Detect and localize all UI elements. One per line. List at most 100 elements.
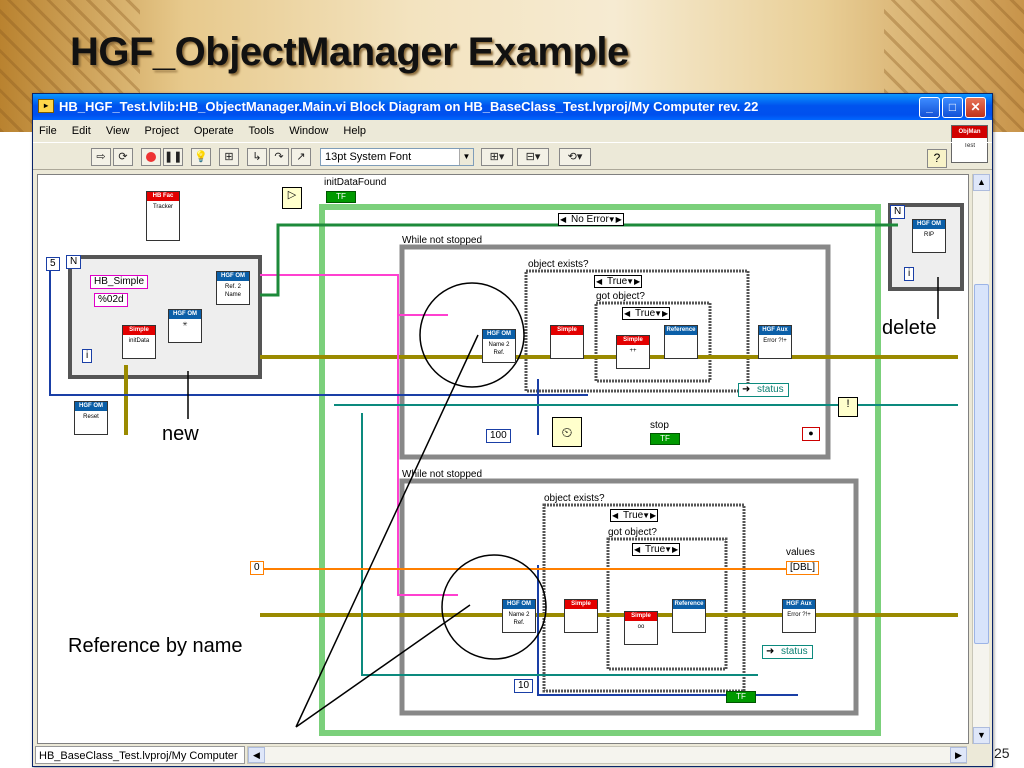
block-diagram-canvas[interactable]: initDataFound TF While not stopped While… [37,174,969,744]
hgf-om-name2ref-bottom-body: Name 2 Ref. [508,612,530,626]
step-out-icon[interactable]: ↗ [291,148,311,166]
font-select[interactable]: 13pt System Font ▼ [320,148,474,166]
label-object-exists-bottom: object exists? [544,493,605,504]
simple-bottom-2-body: oo [637,624,645,630]
step-over-icon[interactable]: ↷ [269,148,289,166]
simple-bottom-header: Simple [565,600,597,609]
step-into-icon[interactable]: ↳ [247,148,267,166]
window-titlebar[interactable]: ▸ HB_HGF_Test.lvlib:HB_ObjectManager.Mai… [33,94,992,120]
page-number: 25 [994,745,1010,761]
init-data-found-constant[interactable]: TF [326,191,356,203]
case-selector-got-object-bottom[interactable]: True [632,543,681,556]
menu-tools[interactable]: Tools [248,125,275,137]
slide-title: HGF_ObjectManager Example [70,30,629,74]
minimize-button[interactable]: _ [919,97,940,118]
window-title: HB_HGF_Test.lvlib:HB_ObjectManager.Main.… [59,99,759,114]
hgf-om-reset-header: HGF OM [75,402,107,411]
for-loop-iteration-terminal: i [82,349,93,363]
close-button[interactable]: ✕ [965,97,986,118]
stop-condition-icon[interactable]: ! [838,397,858,417]
constant-hb-simple[interactable]: HB_Simple [90,275,149,289]
simple-bottom-subvi[interactable]: Simple [564,599,598,633]
constant-n-5[interactable]: 5 [46,257,60,271]
stop-indicator-icon[interactable]: ● [802,427,820,441]
scroll-thumb[interactable] [974,284,989,644]
stop-constant[interactable]: TF [650,433,680,445]
abort-icon[interactable] [141,148,161,166]
menu-view[interactable]: View [105,125,130,137]
constant-10[interactable]: 10 [514,679,534,693]
menu-window[interactable]: Window [289,125,329,137]
case-got-object-top [594,301,712,383]
horizontal-scrollbar[interactable]: ◀ ▶ [247,746,967,764]
menu-edit[interactable]: Edit [71,125,91,137]
highlight-execution-icon[interactable]: 💡 [191,148,211,166]
distribute-objects-icon[interactable]: ⊟▾ [517,148,549,166]
label-stop: stop [650,420,669,431]
status-indicator-bottom[interactable]: status [762,645,813,659]
reorder-icon[interactable]: ⟲▾ [559,148,591,166]
status-indicator-top[interactable]: status [738,383,789,397]
scroll-up-icon[interactable]: ▲ [973,174,990,191]
simple-increment-subvi[interactable]: Simple ++ [616,335,650,369]
simple-top-subvi[interactable]: Simple [550,325,584,359]
hgf-om-name2ref-top-body: Name 2 Ref. [488,342,510,356]
simple-increment-header: Simple [617,336,649,345]
pause-icon[interactable]: ❚❚ [163,148,183,166]
reference-top-subvi[interactable]: Reference [664,325,698,359]
not-icon: ▷ [282,187,302,209]
context-help-button[interactable]: ? [927,149,947,168]
reference-top-body [665,335,697,337]
label-got-object-bottom: got object? [608,527,657,538]
wait-ms-icon[interactable]: ⏲ [552,417,582,447]
run-arrow-icon[interactable]: ⇨ [91,148,111,166]
align-objects-icon[interactable]: ⊞▾ [481,148,513,166]
hgf-aux-error-top-body: Error ?!+ [763,338,787,344]
wires-layer [49,203,964,736]
simple-increment-body: ++ [629,348,637,354]
reference-top-header: Reference [665,326,697,335]
constant-format-string[interactable]: %02d [94,293,128,307]
labview-window[interactable]: ▸ HB_HGF_Test.lvlib:HB_ObjectManager.Mai… [32,93,993,767]
block-diagram-icon: ▸ [38,99,54,113]
run-continuously-icon[interactable]: ⟳ [113,148,133,166]
maximize-button[interactable]: □ [942,97,963,118]
reference-bottom-subvi[interactable]: Reference [672,599,706,633]
scroll-left-icon[interactable]: ◀ [248,747,265,763]
retain-wire-values-icon[interactable]: ⊞ [219,148,239,166]
case-got-object-bottom [606,537,728,671]
font-select-value: 13pt System Font [325,151,412,163]
menu-file[interactable]: File [39,125,57,137]
menu-operate[interactable]: Operate [193,125,234,137]
constant-100[interactable]: 100 [486,429,511,443]
case-selector-no-error[interactable]: No Error [558,213,624,226]
case-selector-obj-exists-bottom[interactable]: True [610,509,659,522]
vi-icon-badge: ObjMan Test [951,125,988,163]
constant-0[interactable]: 0 [250,561,264,575]
simple-bottom-body [565,609,597,611]
label-object-exists-top: object exists? [528,259,589,270]
toolbar: ⇨ ⟳ ❚❚ 💡 ⊞ ↳ ↷ ↗ 13pt System Font ▼ ⊞▾ ⊟… [33,142,992,170]
case-selector-obj-exists-top[interactable]: True [594,275,643,288]
label-init-data-found: initDataFound [324,177,387,188]
scroll-right-icon[interactable]: ▶ [950,747,967,763]
values-indicator[interactable]: [DBL] [786,561,820,575]
hgf-om-new-subvi[interactable]: HGF OM✳ [168,309,202,343]
bottom-loop-true-constant[interactable]: TF [726,691,756,703]
for-loop-count-terminal: N [66,255,82,269]
menu-help[interactable]: Help [343,125,367,137]
vertical-scrollbar[interactable]: ▲ ▼ [972,174,990,744]
scroll-down-icon[interactable]: ▼ [973,727,990,744]
menu-project[interactable]: Project [144,125,179,137]
case-selector-got-object-top[interactable]: True [622,307,671,320]
